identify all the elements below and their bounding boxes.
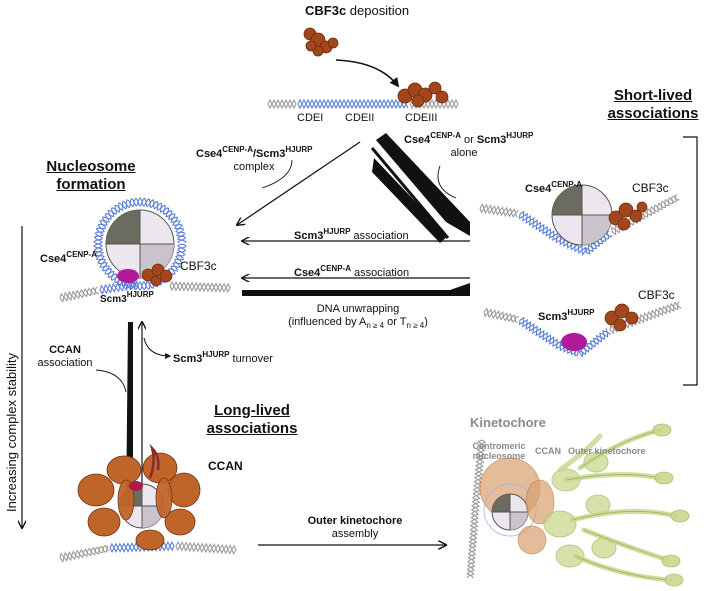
ccan-label-pointer <box>95 369 127 393</box>
left-scm3-label: Scm3HJURP <box>100 290 154 305</box>
short-lived-forward-arrow <box>376 133 470 236</box>
scm3-turnover-label: Scm3HJURP turnover <box>173 350 273 365</box>
top-dna-icon <box>267 98 459 110</box>
outer-kinetochore-assembly-label: Outer kinetochore assembly <box>307 515 403 540</box>
right-bottom-cbf3c-label: CBF3c <box>638 288 675 302</box>
cdeiii-label: CDEIII <box>405 112 438 124</box>
dna-unwrapping-arrow <box>242 283 470 296</box>
right-cbf3c-label: CBF3c <box>632 181 669 195</box>
kinetochore-title: Kinetochore <box>470 415 546 430</box>
left-cbf3c-label: CBF3c <box>180 259 217 273</box>
right-scm3-complex-icon <box>483 301 682 358</box>
complex-label-pointer <box>261 159 293 189</box>
cbf3c-bound-icon <box>397 81 449 108</box>
cbf3c-free-icon <box>303 27 339 57</box>
cdeii-label: CDEII <box>345 112 375 124</box>
alone-label-pointer <box>437 165 457 199</box>
left-nucleosome-icon <box>59 197 231 303</box>
dna-unwrapping-label: DNA unwrapping (influenced by An ≥ 4 or … <box>288 303 428 330</box>
short-lived-reverse-arrow <box>372 158 448 243</box>
cse4-scm3-complex-label: Cse4CENP-A/Scm3HJURP complex <box>196 145 313 173</box>
turnover-pointer <box>143 337 172 359</box>
ccan-association-label: CCAN association <box>37 344 93 369</box>
increasing-stability-axis-label: Increasing complex stability <box>4 353 19 512</box>
right-cse4-nucleosome-icon <box>479 184 680 257</box>
ccan-label: CCAN <box>208 459 243 473</box>
ccan-complex-icon <box>59 443 237 563</box>
short-lived-bracket <box>683 136 698 386</box>
deposition-arrow <box>335 59 400 88</box>
cdei-label: CDEI <box>297 112 324 124</box>
kinetochore-outer-label: Outer kinetochore <box>568 446 646 456</box>
scm3-association-label: Scm3HJURP association <box>294 227 409 242</box>
right-scm3-label: Scm3HJURP <box>538 308 595 323</box>
left-cse4-label: Cse4CENP-A <box>40 250 97 265</box>
cse4-or-scm3-alone-label: Cse4CENP-A or Scm3HJURP alone <box>404 131 534 159</box>
kinetochore-icon <box>466 423 690 587</box>
right-cse4-label: Cse4CENP-A <box>525 180 582 195</box>
kinetochore-ccan-label: CCAN <box>535 446 561 456</box>
complex-arrow <box>237 141 361 225</box>
cse4-association-label: Cse4CENP-A association <box>294 264 410 279</box>
cbf3c-deposition-label: CBF3c deposition <box>305 3 410 18</box>
